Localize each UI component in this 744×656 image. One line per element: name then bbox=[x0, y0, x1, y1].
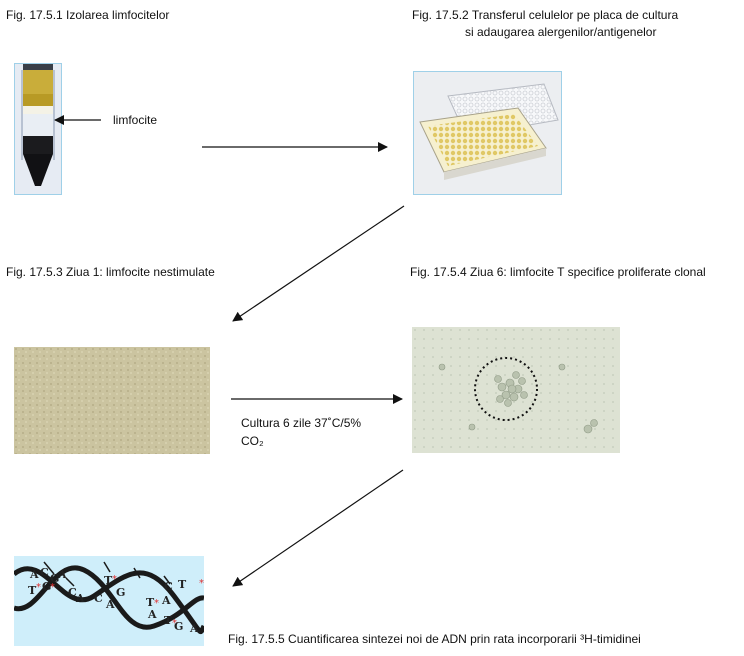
dna-letter: A bbox=[57, 568, 67, 581]
radiolabel-star-icon: * bbox=[50, 582, 55, 593]
culture-plate-illustration bbox=[414, 72, 561, 194]
caption-fig-17-5-1: Fig. 17.5.1 Izolarea limfocitelor bbox=[6, 8, 170, 22]
dna-letter: T bbox=[164, 614, 173, 627]
caption-fig-17-5-2-line1: Fig. 17.5.2 Transferul celulelor pe plac… bbox=[412, 8, 679, 22]
culture-plate-photo bbox=[413, 71, 562, 195]
dna-helix: A C G A T G C A T C G A T A C T A T G A … bbox=[14, 556, 204, 646]
dna-illustration: A C G A T G C A T C G A T A C T A T G A … bbox=[14, 556, 204, 646]
dna-letter: A bbox=[29, 568, 39, 581]
caption-fig-17-5-4: Fig. 17.5.4 Ziua 6: limfocite T specific… bbox=[410, 265, 706, 279]
tube-photo bbox=[14, 63, 62, 195]
arrow-fig4-to-fig5 bbox=[232, 469, 404, 587]
caption-fig-17-5-5: Fig. 17.5.5 Cuantificarea sintezei noi d… bbox=[228, 632, 641, 646]
clonal-proliferation-photo bbox=[412, 327, 620, 453]
proliferation-illustration bbox=[412, 327, 620, 453]
caption-fig-17-5-2-line2: si adaugarea alergenilor/antigenelor bbox=[465, 25, 657, 39]
dna-letter: T bbox=[178, 578, 187, 591]
arrow-fig2-to-fig3 bbox=[232, 205, 405, 322]
culture-conditions-line1: Cultura 6 zile 37˚C/5% bbox=[241, 416, 362, 430]
lymphocytes-label: limfocite bbox=[113, 113, 158, 127]
dna-letter: G bbox=[116, 586, 125, 599]
dna-letter: C bbox=[164, 580, 173, 593]
dna-letter: T bbox=[28, 584, 37, 597]
dna-letter: A bbox=[147, 608, 157, 621]
dna-letter: C bbox=[68, 586, 77, 599]
dna-letter: A bbox=[161, 594, 171, 607]
dna-letter: A bbox=[189, 622, 199, 635]
dna-letter: G bbox=[42, 580, 51, 593]
dna-letter: C bbox=[40, 566, 49, 579]
radiolabel-star-icon: * bbox=[112, 574, 117, 585]
cells-texture bbox=[14, 347, 210, 454]
radiolabel-star-icon: * bbox=[199, 578, 204, 589]
radiolabel-star-icon: * bbox=[36, 582, 41, 593]
unstimulated-cells-photo bbox=[14, 347, 210, 454]
radiolabel-star-icon: * bbox=[172, 618, 177, 629]
dna-letter: T bbox=[104, 574, 113, 587]
radiolabel-star-icon: * bbox=[154, 598, 159, 609]
culture-conditions-line2: CO₂ bbox=[241, 434, 264, 448]
centrifuge-tube-illustration bbox=[15, 64, 61, 194]
caption-fig-17-5-3: Fig. 17.5.3 Ziua 1: limfocite nestimulat… bbox=[6, 265, 215, 279]
dna-letter: A bbox=[75, 592, 85, 605]
dna-letter: C bbox=[94, 592, 103, 605]
dna-letter: A bbox=[105, 598, 115, 611]
dna-letter: G bbox=[174, 620, 183, 633]
dna-letter: G bbox=[50, 572, 59, 585]
dna-letter: T bbox=[146, 596, 155, 609]
